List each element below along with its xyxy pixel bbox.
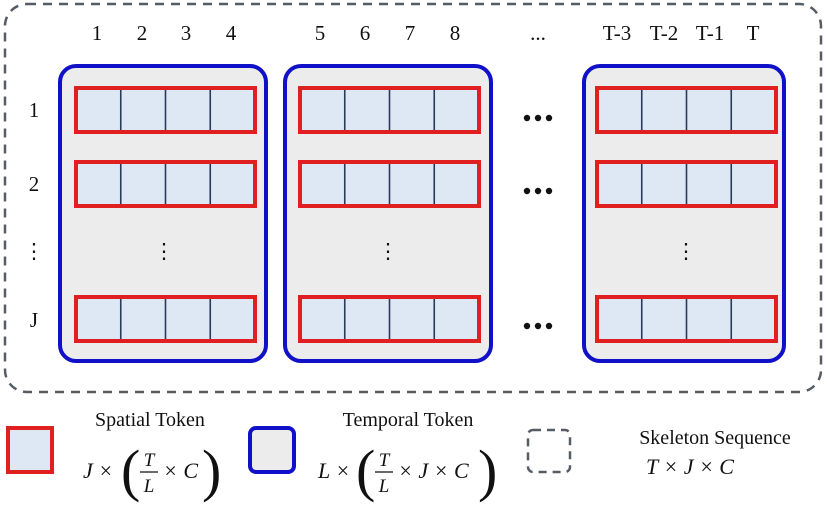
temporal-token-panel-1 xyxy=(58,64,268,363)
col-label-t-3: T-3 xyxy=(603,21,631,45)
legend-temporal-label: Temporal Token xyxy=(343,409,474,431)
legend-temporal-formula: L × ( T L × J × C ) xyxy=(317,438,497,503)
row-labels: 1 2 ⋮ J xyxy=(24,98,45,332)
spatial-token-panel-2-row-2 xyxy=(298,160,481,208)
temporal-formula-rhs: × J × C xyxy=(398,458,469,483)
legend-spatial-label: Spatial Token xyxy=(95,409,205,431)
col-label-1: 1 xyxy=(92,21,103,45)
spatial-frac-num: T xyxy=(144,450,156,471)
column-headers: 1 2 3 4 5 6 7 8 ... T-3 T-2 T-1 T xyxy=(92,21,760,45)
col-label-6: 6 xyxy=(360,21,371,45)
col-label-7: 7 xyxy=(405,21,416,45)
spatial-frac-den: L xyxy=(143,476,155,497)
panel-1-vertical-ellipsis: ⋮ xyxy=(154,239,175,263)
spatial-token-border xyxy=(595,295,778,343)
row-1-horizontal-ellipsis xyxy=(523,114,553,122)
spatial-token-border xyxy=(595,160,778,208)
legend-temporal-swatch xyxy=(248,426,296,474)
col-label-8: 8 xyxy=(450,21,461,45)
temporal-paren-close: ) xyxy=(478,438,497,503)
legend-spatial-formula: J × ( T L × C ) xyxy=(83,438,221,503)
spatial-token-panel-1-row-1 xyxy=(74,86,257,134)
col-label-t-1: T-1 xyxy=(696,21,724,45)
spatial-token-panel-3-row-j xyxy=(595,295,778,343)
spatial-token-border xyxy=(74,86,257,134)
row-2-horizontal-ellipsis xyxy=(523,187,553,195)
spatial-token-rows xyxy=(74,86,778,343)
row-label-j: J xyxy=(30,308,38,332)
col-label-t-2: T-2 xyxy=(650,21,678,45)
spatial-token-panel-2-row-j xyxy=(298,295,481,343)
legend-skeleton-label: Skeleton Sequence xyxy=(639,427,791,449)
temporal-token-panel-3 xyxy=(582,64,786,363)
spatial-token-border xyxy=(298,295,481,343)
spatial-formula-rhs: × C xyxy=(163,458,198,483)
legend-spatial-swatch xyxy=(6,426,54,474)
temporal-token-panel-2 xyxy=(283,64,493,363)
temporal-frac-den: L xyxy=(378,476,390,497)
panel-2-vertical-ellipsis: ⋮ xyxy=(378,239,399,263)
row-j-horizontal-ellipsis xyxy=(523,322,553,330)
spatial-token-border xyxy=(74,295,257,343)
row-label-ellipsis: ⋮ xyxy=(24,239,45,263)
spatial-token-border xyxy=(298,86,481,134)
temporal-formula-lhs: L × xyxy=(317,458,350,483)
spatial-paren-open: ( xyxy=(121,438,140,503)
legend-skeleton-formula: T × J × C xyxy=(646,454,734,479)
temporal-frac-num: T xyxy=(379,450,391,471)
col-label-5: 5 xyxy=(315,21,326,45)
spatial-token-panel-3-row-2 xyxy=(595,160,778,208)
temporal-panels xyxy=(58,64,786,363)
panel-vertical-ellipses: ⋮ ⋮ ⋮ xyxy=(154,239,697,263)
spatial-token-border xyxy=(595,86,778,134)
col-label-4: 4 xyxy=(226,21,237,45)
panel-3-vertical-ellipsis: ⋮ xyxy=(676,239,697,263)
spatial-formula-lhs: J × xyxy=(83,458,113,483)
col-label-ellipsis: ... xyxy=(530,21,546,45)
spatial-token-panel-1-row-2 xyxy=(74,160,257,208)
legend: Spatial Token J × ( T L × C ) Temporal T… xyxy=(6,409,791,503)
col-label-2: 2 xyxy=(137,21,148,45)
spatial-token-panel-3-row-1 xyxy=(595,86,778,134)
spatial-paren-close: ) xyxy=(202,438,221,503)
col-label-3: 3 xyxy=(181,21,192,45)
spatial-token-panel-2-row-1 xyxy=(298,86,481,134)
legend-skeleton-swatch xyxy=(526,428,572,474)
temporal-paren-open: ( xyxy=(356,438,375,503)
spatial-token-border xyxy=(74,160,257,208)
col-label-t: T xyxy=(747,21,760,45)
row-label-2: 2 xyxy=(29,172,40,196)
spatial-token-border xyxy=(298,160,481,208)
horizontal-ellipses xyxy=(523,114,553,330)
row-label-1: 1 xyxy=(29,98,40,122)
spatial-token-panel-1-row-j xyxy=(74,295,257,343)
skeleton-sequence-container xyxy=(3,2,823,394)
